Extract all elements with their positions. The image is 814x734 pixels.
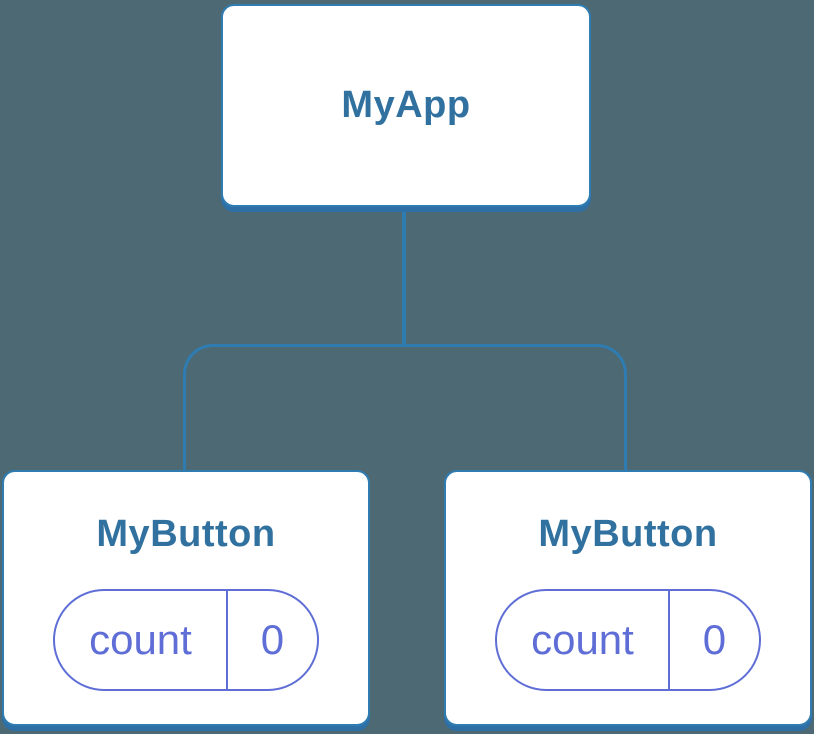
root-to-children-connector-line <box>402 208 406 347</box>
component-node-myapp: MyApp <box>221 4 591 207</box>
state-name: count <box>497 590 670 689</box>
state-value: 0 <box>702 615 727 663</box>
state-name: count <box>55 590 228 689</box>
component-label: MyButton <box>96 513 276 555</box>
component-label: MyButton <box>538 513 718 555</box>
component-label: MyApp <box>341 83 471 126</box>
state-pill: count 0 <box>495 588 761 691</box>
children-bracket-connector <box>183 344 627 470</box>
component-node-mybutton-left: MyButton count 0 <box>2 470 370 726</box>
component-node-mybutton-right: MyButton count 0 <box>444 470 812 726</box>
state-pill: count 0 <box>53 588 319 691</box>
state-value: 0 <box>260 615 285 663</box>
